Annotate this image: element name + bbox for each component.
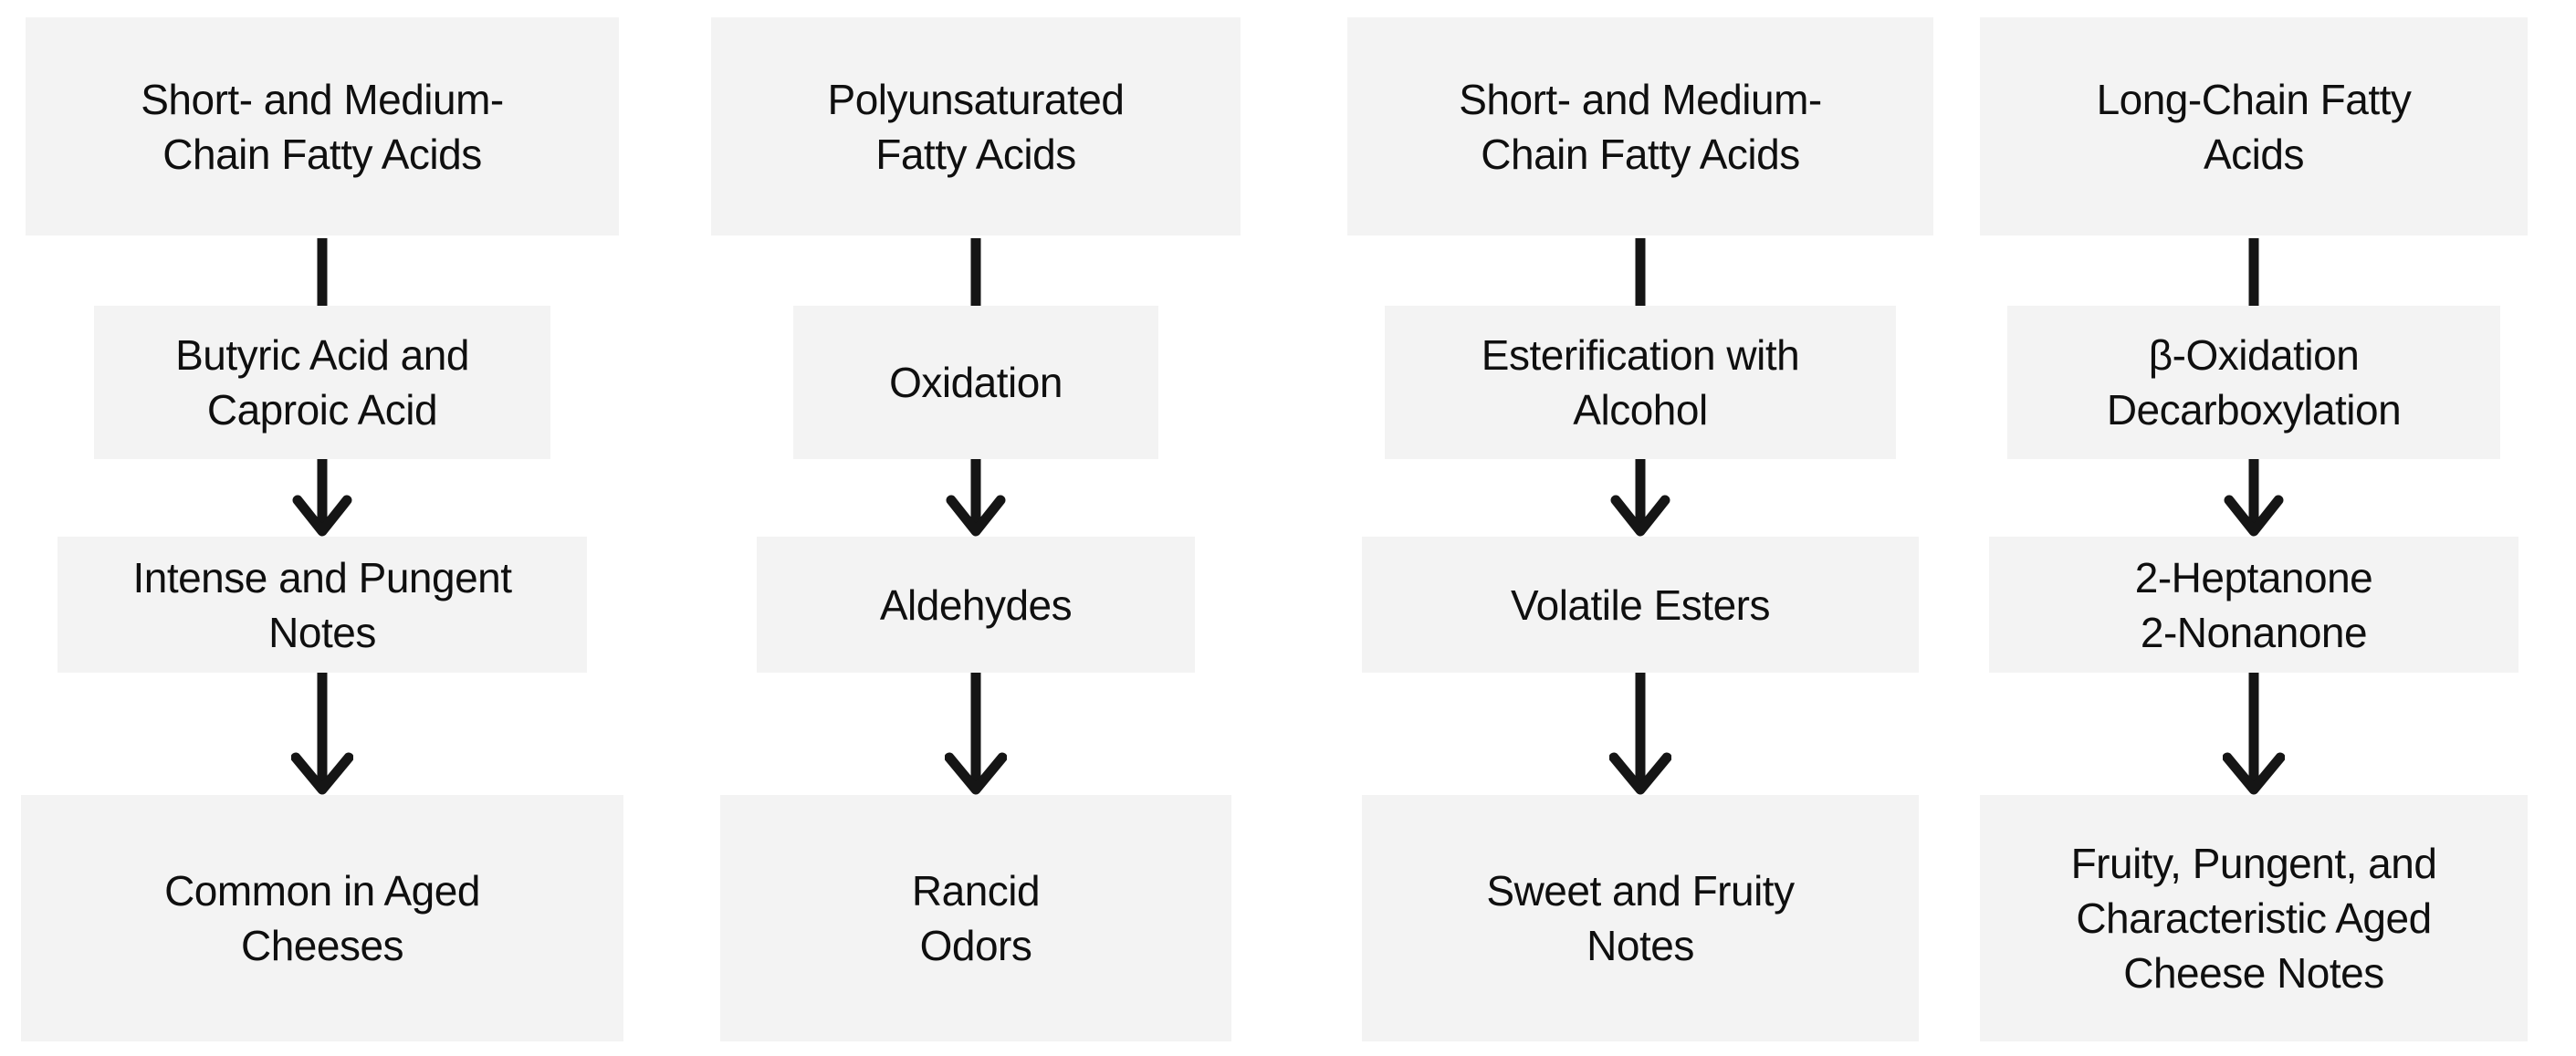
connector-line	[317, 238, 328, 306]
pathway-column-4: Long-Chain Fatty Acids β-Oxidation Decar…	[1925, 17, 2576, 1041]
connector-line	[2248, 238, 2259, 306]
connector-arrow	[291, 673, 353, 795]
box-product: Volatile Esters	[1362, 537, 1919, 673]
connector-arrow	[292, 459, 352, 537]
box-substrate: Long-Chain Fatty Acids	[1980, 17, 2528, 235]
box-substrate: Short- and Medium- Chain Fatty Acids	[26, 17, 619, 235]
box-outcome: Sweet and Fruity Notes	[1362, 795, 1919, 1041]
box-reaction: Oxidation	[793, 306, 1158, 459]
box-outcome: Rancid Odors	[720, 795, 1231, 1041]
pathway-column-1: Short- and Medium- Chain Fatty Acids But…	[0, 17, 651, 1041]
connector-arrow	[945, 673, 1007, 795]
box-substrate: Polyunsaturated Fatty Acids	[711, 17, 1241, 235]
box-substrate: Short- and Medium- Chain Fatty Acids	[1347, 17, 1933, 235]
box-outcome: Fruity, Pungent, and Characteristic Aged…	[1980, 795, 2528, 1041]
box-product: Aldehydes	[757, 537, 1195, 673]
pathway-column-3: Short- and Medium- Chain Fatty Acids Est…	[1312, 17, 1969, 1041]
connector-arrow	[2223, 673, 2285, 795]
connector-line	[1635, 238, 1646, 306]
box-reaction: β-Oxidation Decarboxylation	[2007, 306, 2500, 459]
pathway-column-2: Polyunsaturated Fatty Acids Oxidation Al…	[647, 17, 1304, 1041]
box-reaction: Esterification with Alcohol	[1385, 306, 1896, 459]
connector-arrow	[2224, 459, 2284, 537]
box-reaction: Butyric Acid and Caproic Acid	[94, 306, 550, 459]
connector-arrow	[1609, 673, 1671, 795]
connector-line	[970, 238, 981, 306]
connector-arrow	[946, 459, 1006, 537]
box-product: 2-Heptanone 2-Nonanone	[1989, 537, 2518, 673]
connector-arrow	[1610, 459, 1670, 537]
box-outcome: Common in Aged Cheeses	[21, 795, 623, 1041]
box-product: Intense and Pungent Notes	[58, 537, 587, 673]
